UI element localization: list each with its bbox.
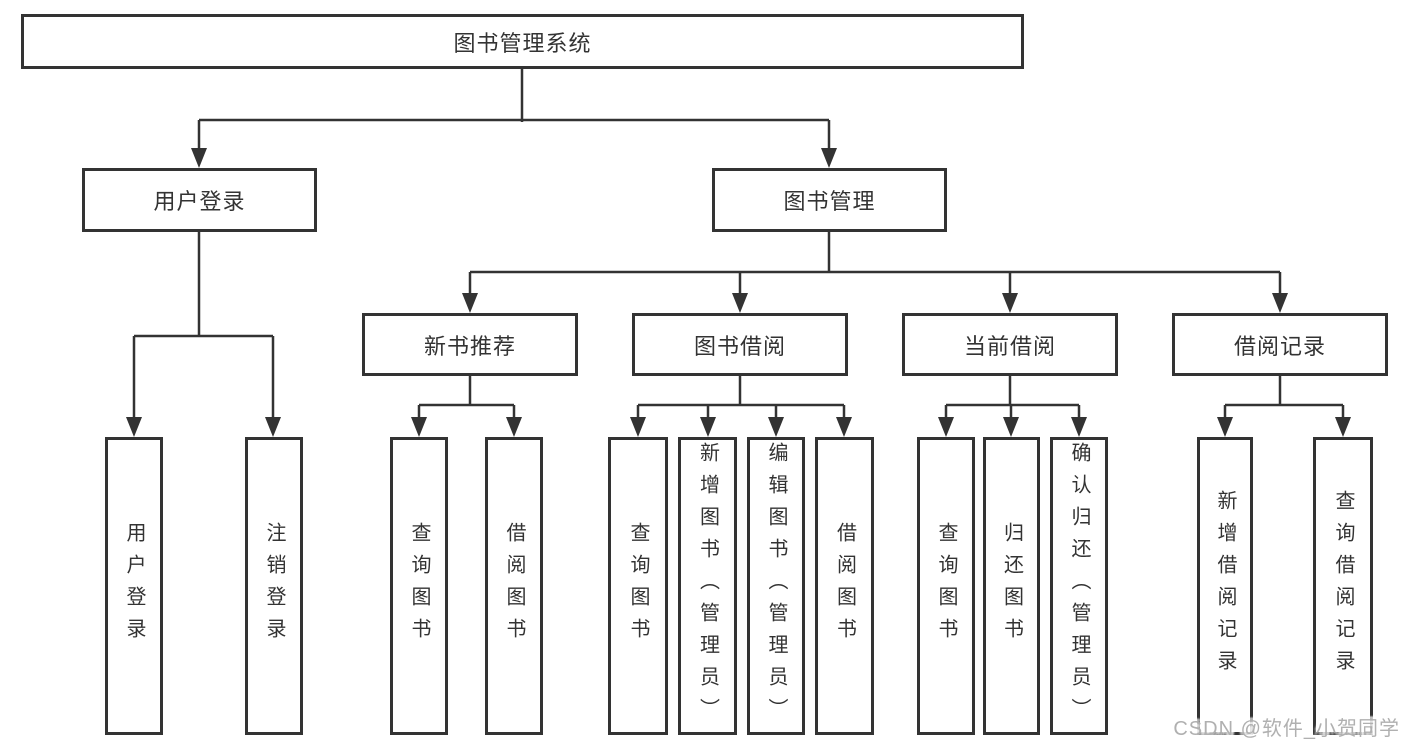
node-book-borrow: 图书借阅 bbox=[632, 313, 848, 376]
leaf-borrow-book-recommend: 借阅图书 bbox=[485, 437, 543, 735]
leaf-confirm-return-admin: 确认归还（管理员） bbox=[1050, 437, 1108, 735]
leaf-add-book-admin-label: 新增图书（管理员） bbox=[696, 442, 719, 730]
leaf-query-borrow-record: 查询借阅记录 bbox=[1313, 437, 1373, 735]
leaf-borrow-book: 借阅图书 bbox=[815, 437, 874, 735]
leaf-add-borrow-record-label: 新增借阅记录 bbox=[1214, 490, 1236, 682]
leaf-query-books-current: 查询图书 bbox=[917, 437, 975, 735]
node-book-management: 图书管理 bbox=[712, 168, 947, 232]
node-current-borrow-label: 当前借阅 bbox=[963, 333, 1056, 359]
node-book-borrow-label: 图书借阅 bbox=[693, 333, 786, 359]
leaf-return-book-label: 归还图书 bbox=[1000, 522, 1023, 650]
node-current-borrow: 当前借阅 bbox=[902, 313, 1118, 376]
leaf-borrow-book-recommend-label: 借阅图书 bbox=[503, 522, 525, 650]
leaf-query-books-borrow-label: 查询图书 bbox=[627, 522, 649, 650]
leaf-edit-book-admin-label: 编辑图书（管理员） bbox=[765, 442, 787, 730]
leaf-query-books-recommend: 查询图书 bbox=[390, 437, 448, 735]
watermark-csdn: CSDN @软件_小贺同学 bbox=[1173, 718, 1400, 740]
leaf-logout-login-label: 注销登录 bbox=[263, 522, 285, 650]
leaf-logout-login: 注销登录 bbox=[245, 437, 303, 735]
node-new-book-recommend: 新书推荐 bbox=[362, 313, 578, 376]
node-new-book-recommend-label: 新书推荐 bbox=[423, 333, 516, 359]
node-user-login: 用户登录 bbox=[82, 168, 317, 232]
leaf-return-book: 归还图书 bbox=[983, 437, 1040, 735]
leaf-borrow-book-label: 借阅图书 bbox=[833, 522, 856, 650]
leaf-edit-book-admin: 编辑图书（管理员） bbox=[747, 437, 805, 735]
leaf-query-books-borrow: 查询图书 bbox=[608, 437, 668, 735]
leaf-confirm-return-admin-label: 确认归还（管理员） bbox=[1068, 442, 1090, 730]
node-user-login-label: 用户登录 bbox=[153, 189, 246, 214]
leaf-query-books-current-label: 查询图书 bbox=[935, 522, 957, 650]
leaf-add-book-admin: 新增图书（管理员） bbox=[678, 437, 737, 735]
node-borrow-records: 借阅记录 bbox=[1172, 313, 1388, 376]
node-borrow-records-label: 借阅记录 bbox=[1233, 333, 1326, 359]
leaf-add-borrow-record: 新增借阅记录 bbox=[1197, 437, 1253, 735]
leaf-user-login: 用户登录 bbox=[105, 437, 163, 735]
node-root-label: 图书管理系统 bbox=[453, 30, 592, 56]
node-root: 图书管理系统 bbox=[21, 14, 1024, 69]
node-book-management-label: 图书管理 bbox=[783, 189, 876, 214]
leaf-query-borrow-record-label: 查询借阅记录 bbox=[1332, 490, 1354, 682]
leaf-query-books-recommend-label: 查询图书 bbox=[408, 522, 430, 650]
leaf-user-login-label: 用户登录 bbox=[123, 522, 145, 650]
